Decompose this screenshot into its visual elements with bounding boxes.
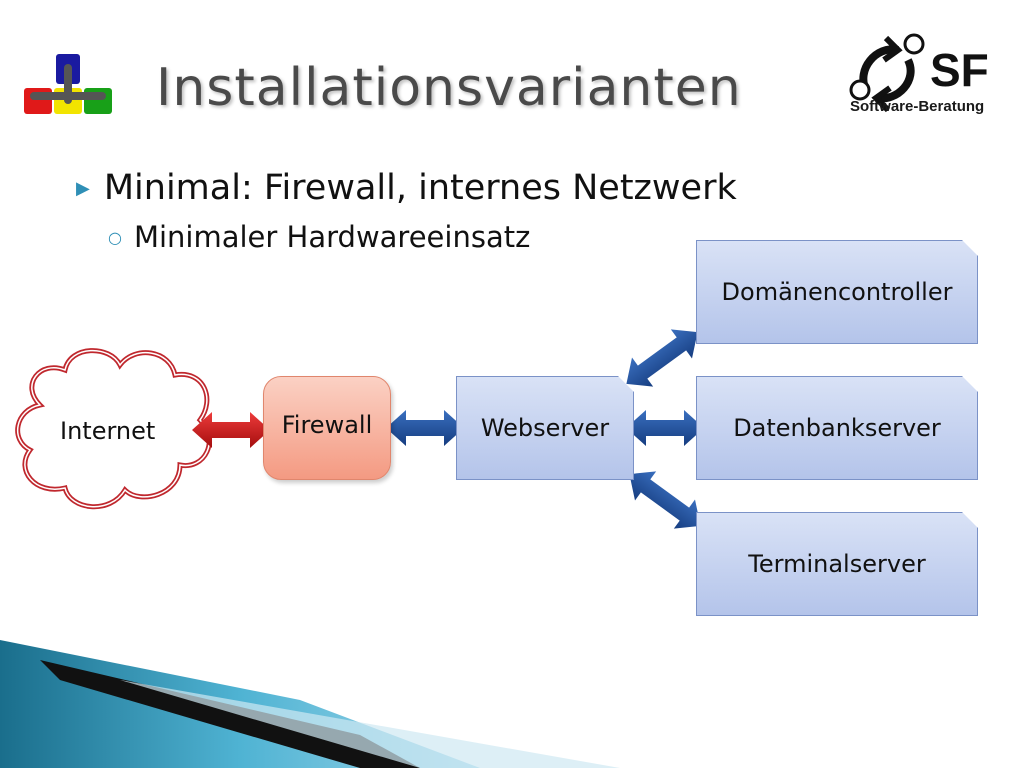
terminalserver-label: Terminalserver (748, 550, 926, 578)
domaincontroller-label: Domänencontroller (721, 278, 953, 306)
logo-sf-text: SF (930, 44, 989, 96)
bullet-level2: ○ Minimaler Hardwareeinsatz (108, 220, 530, 254)
webserver-label: Webserver (480, 414, 610, 442)
bullet-level1-text: Minimal: Firewall, internes Netzwerk (103, 168, 737, 208)
sf-logo-icon: SF (849, 33, 989, 113)
internet-label: Internet (60, 417, 156, 445)
bullet-level1: ▶ Minimal: Firewall, internes Netzwerk (76, 168, 737, 208)
domaincontroller-node: Domänencontroller (696, 240, 978, 344)
databaseserver-label: Datenbankserver (733, 414, 941, 442)
footer-wave-decoration (0, 640, 620, 768)
arrow-webserver-terminalserver (629, 471, 701, 529)
webserver-node: Webserver (456, 376, 634, 480)
logo-subtitle: Software-Beratung (850, 98, 985, 115)
firewall-node: Firewall (263, 376, 391, 480)
databaseserver-node: Datenbankserver (696, 376, 978, 480)
triangle-bullet-icon: ▶ (76, 177, 90, 199)
bullet-level2-text: Minimaler Hardwareeinsatz (133, 220, 531, 254)
arrow-firewall-webserver (386, 410, 464, 446)
network-logo-icon (24, 54, 112, 114)
arrow-webserver-domaincontroller (626, 329, 698, 387)
arrow-webserver-database (626, 410, 704, 446)
terminalserver-node: Terminalserver (696, 512, 978, 616)
arrow-internet-firewall (192, 412, 270, 448)
internet-cloud-icon (15, 348, 212, 510)
slide-title: Installationsvarianten (156, 58, 742, 118)
circle-bullet-icon: ○ (108, 227, 122, 247)
firewall-label: Firewall (281, 411, 373, 439)
